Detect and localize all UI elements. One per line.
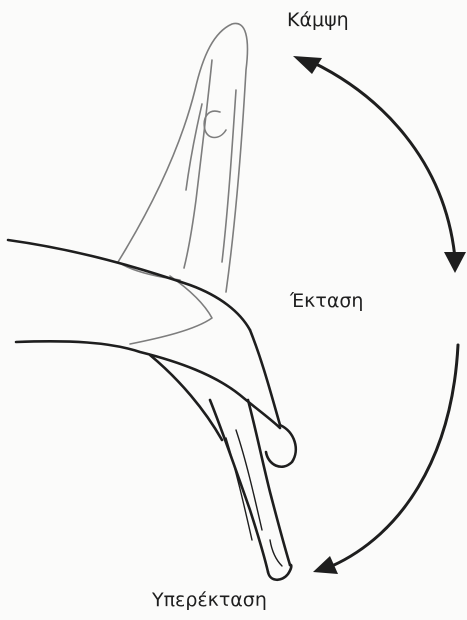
extension-arrowhead-icon: [444, 252, 466, 273]
finger-details: [226, 430, 282, 566]
hyperextension-arrow: [332, 345, 458, 566]
extension-label: Έκταση: [290, 290, 363, 312]
hyperextension-label: Υπερέκταση: [152, 589, 267, 611]
flexion-label: Κάμψη: [287, 9, 349, 31]
forearm-and-hand: [8, 240, 296, 580]
flexion-extension-arrow: [312, 62, 455, 258]
flexed-hand: [118, 23, 247, 344]
